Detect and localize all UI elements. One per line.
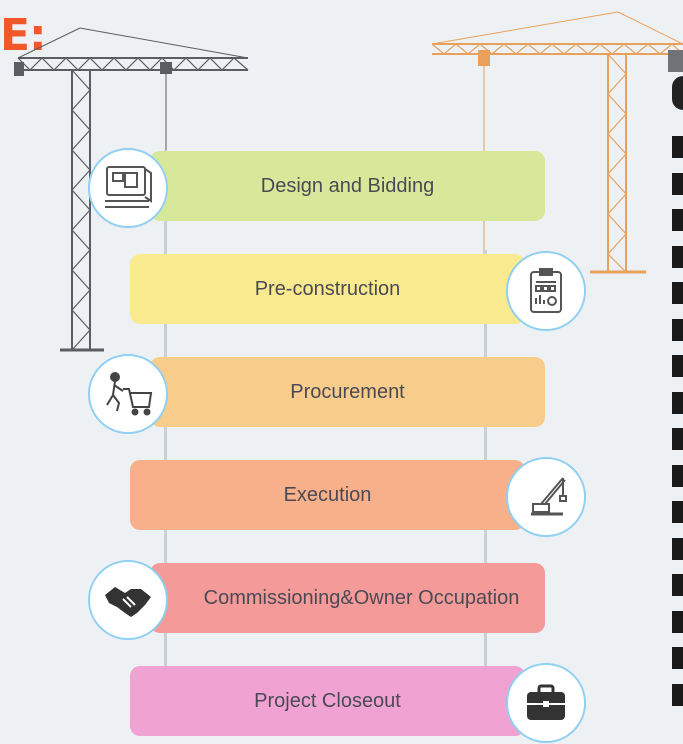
stage-badge <box>506 663 586 743</box>
stage-badge <box>506 251 586 331</box>
stage-bar-commissioning-owner-occupation: Commissioning&Owner Occupation <box>150 563 545 633</box>
shopping-cart-runner-icon <box>106 372 153 416</box>
stage-label: Execution <box>283 483 372 506</box>
stage-badge <box>506 457 586 537</box>
stage-badge <box>88 148 168 228</box>
stage-label: Project Closeout <box>254 689 401 712</box>
stage-badge <box>88 560 168 640</box>
stage-bar-procurement: Procurement <box>150 357 545 427</box>
stage-badge <box>88 354 168 434</box>
handshake-icon <box>105 587 151 617</box>
rope-left <box>164 150 167 730</box>
cropped-heading-glyph <box>672 76 683 110</box>
heading-fragment: E: <box>0 10 47 61</box>
cropped-list-markers <box>672 136 683 720</box>
clipboard-report-icon <box>530 268 562 313</box>
stage-label: Commissioning&Owner Occupation <box>203 586 520 609</box>
briefcase-icon <box>527 684 565 720</box>
stage-bar-execution: Execution <box>130 460 525 530</box>
stage-bar-project-closeout: Project Closeout <box>130 666 525 736</box>
stage-label: Pre-construction <box>254 277 401 300</box>
left-crane <box>17 27 249 352</box>
right-crane <box>431 11 683 274</box>
stage-bar-design-and-bidding: Design and Bidding <box>150 151 545 221</box>
excavator-crane-icon <box>531 477 567 516</box>
stage-bar-pre-construction: Pre-construction <box>130 254 525 324</box>
stage-label: Procurement <box>290 380 405 403</box>
stage-label: Design and Bidding <box>260 174 435 197</box>
blueprint-icon <box>105 166 152 208</box>
